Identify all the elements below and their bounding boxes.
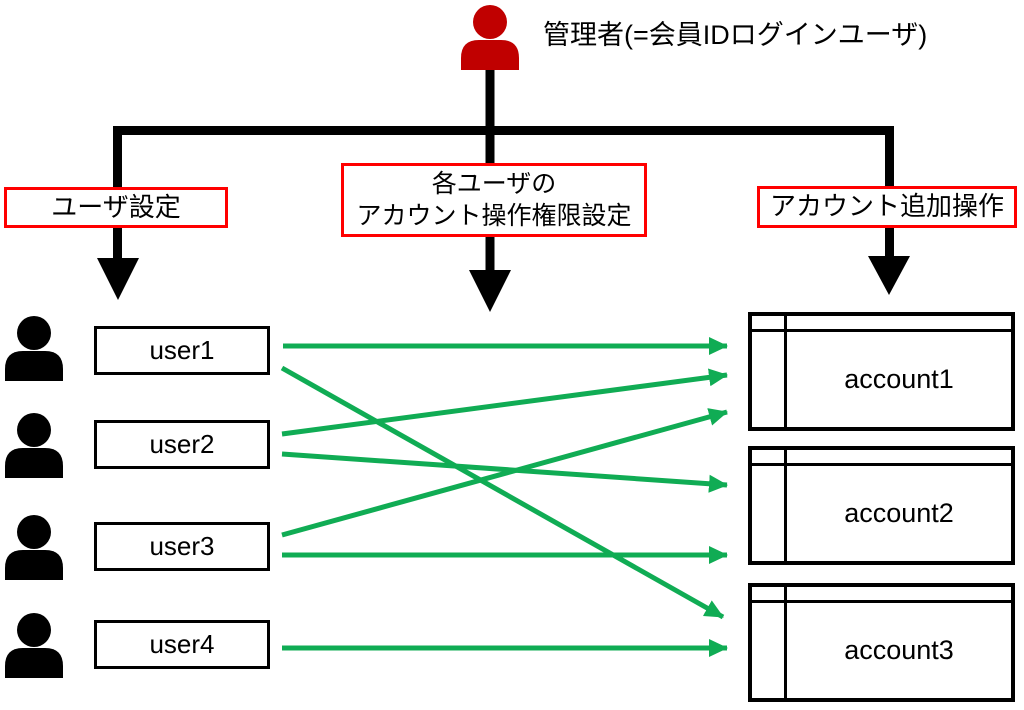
account3-header-divider: [752, 600, 1011, 603]
account2-left-column-divider: [784, 450, 787, 561]
account-box-account3: account3: [748, 583, 1015, 702]
admin-stem-line: [485, 70, 495, 130]
account3-label: account3: [844, 635, 954, 665]
user1-person-icon: [5, 316, 63, 381]
user1-label: user1: [149, 335, 215, 365]
admin-person-icon: [461, 5, 519, 70]
account-box-account1: account1: [748, 312, 1015, 431]
account1-left-column-divider: [784, 316, 787, 427]
user2-label: user2: [149, 429, 215, 459]
user-box-user3: user3: [94, 522, 270, 571]
label-user-settings-text: ユーザ設定: [51, 191, 181, 222]
label-permission-line1: 各ユーザの: [431, 169, 557, 198]
label-permission-line2: アカウント操作権限設定: [356, 202, 632, 230]
account3-left-column-divider: [784, 587, 787, 698]
arrow-user2-account1: [281, 368, 728, 437]
label-account-permission-settings: 各ユーザの アカウント操作権限設定: [341, 163, 647, 237]
tree-horizontal-line: [113, 126, 894, 135]
user-box-user2: user2: [94, 420, 270, 469]
user-box-user1: user1: [94, 326, 270, 375]
arrow-user2-account2: [281, 451, 728, 493]
account2-header-divider: [752, 463, 1011, 466]
user4-label: user4: [149, 629, 215, 659]
user4-person-icon: [5, 613, 63, 678]
account-box-account2: account2: [748, 446, 1015, 565]
label-user-settings: ユーザ設定: [4, 187, 228, 228]
account1-header-divider: [752, 329, 1011, 332]
arrow-user3-account1: [281, 408, 728, 538]
user3-person-icon: [5, 515, 63, 580]
user2-person-icon: [5, 413, 63, 478]
arrow-user1-account3: [280, 365, 725, 620]
branch-left-arrowhead-icon: [97, 258, 139, 300]
user-box-user4: user4: [94, 620, 270, 669]
account1-label: account1: [844, 364, 954, 394]
label-account-add-text: アカウント追加操作: [769, 191, 1004, 222]
admin-title: 管理者(=会員IDログインユーザ): [543, 19, 928, 50]
branch-right-arrowhead-icon: [868, 256, 910, 295]
account2-label: account2: [844, 498, 954, 528]
branch-middle-arrowhead-icon: [469, 270, 511, 312]
label-account-add-operation: アカウント追加操作: [757, 186, 1017, 228]
user3-label: user3: [149, 531, 215, 561]
